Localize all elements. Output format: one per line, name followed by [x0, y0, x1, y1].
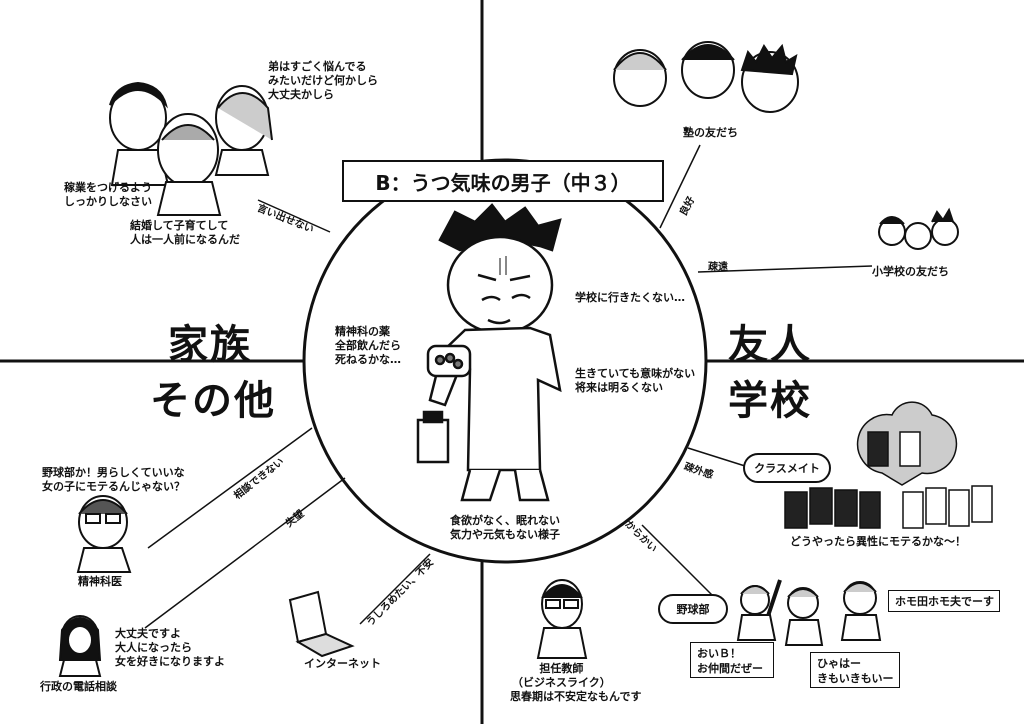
elementary-friends-label: 小学校の友だち [872, 265, 949, 278]
baseball-line [641, 524, 716, 599]
internet-line [359, 553, 431, 625]
classmates-line [687, 447, 746, 467]
family-earn-comment: 稼業をつげるよう しっかりしなさい [64, 181, 152, 208]
thought-condition: 食欲がなく、眠れない 気力や元気もない様子 [450, 514, 560, 541]
juku-line [659, 144, 701, 229]
baseball-players [736, 579, 882, 646]
family-marry-comment: 結婚して子育てして 人は一人前になるんだ [130, 219, 240, 246]
baseball-bubble: 野球部 [658, 594, 728, 624]
psychiatrist-comment: 野球部か！男らしくていいな 女の子にモテるんじゃない？ [42, 466, 185, 493]
teacher-label: 担任教師 （ビジネスライク） [512, 662, 611, 689]
juku-friends-label: 塾の友だち [683, 126, 738, 139]
laptop-icon [288, 590, 355, 658]
thought-medicine: 精神科の薬 全部飲んだら 死ねるかな… [335, 325, 401, 366]
label-friends: 友人 [728, 322, 812, 368]
psychiatrist-label: 精神科医 [78, 575, 122, 588]
boy-figure [416, 203, 562, 502]
speech-nakama: おいＢ！ お仲間だぜー [690, 642, 774, 678]
phone-line [144, 477, 346, 629]
teacher-comment: 思春期は不安定なもんです [510, 690, 642, 703]
elementary-line [697, 265, 873, 273]
speech-homo: ホモ田ホモ夫でーす [888, 590, 1000, 612]
classmates-group [784, 401, 993, 529]
teacher-figure [536, 579, 588, 659]
phone-label: 行政の電話相談 [40, 680, 117, 693]
thought-school: 学校に行きたくない… [575, 291, 685, 304]
thought-meaning: 生きていても意味がない 将来は明るくない [575, 367, 696, 394]
diagram-title: B：うつ気味の男子（中３） [342, 160, 664, 202]
phone-consultant-figure [58, 615, 102, 677]
internet-label: インターネット [304, 657, 381, 670]
psychiatrist-line [147, 427, 313, 549]
elementary-relation: 疎遠 [708, 262, 728, 273]
family-figures [109, 81, 273, 216]
label-school: 学校 [728, 378, 812, 424]
classmates-thought: どうやったら異性にモテるかな～！ [790, 535, 966, 548]
classmates-bubble: クラスメイト [743, 453, 831, 483]
elementary-friends [878, 207, 959, 250]
speech-kimoi: ひゃはー きもいきもいー [810, 652, 900, 688]
family-line [257, 199, 331, 233]
phone-comment: 大丈夫ですよ 大人になったら 女を好きになりますよ [115, 627, 225, 668]
label-other: その他 [150, 378, 276, 424]
psychiatrist-figure [76, 495, 132, 573]
family-brother-comment: 弟はすごく悩んでる みたいだけど何かしら 大丈夫かしら [268, 60, 378, 101]
label-family: 家族 [168, 322, 252, 368]
juku-friends [613, 41, 799, 113]
